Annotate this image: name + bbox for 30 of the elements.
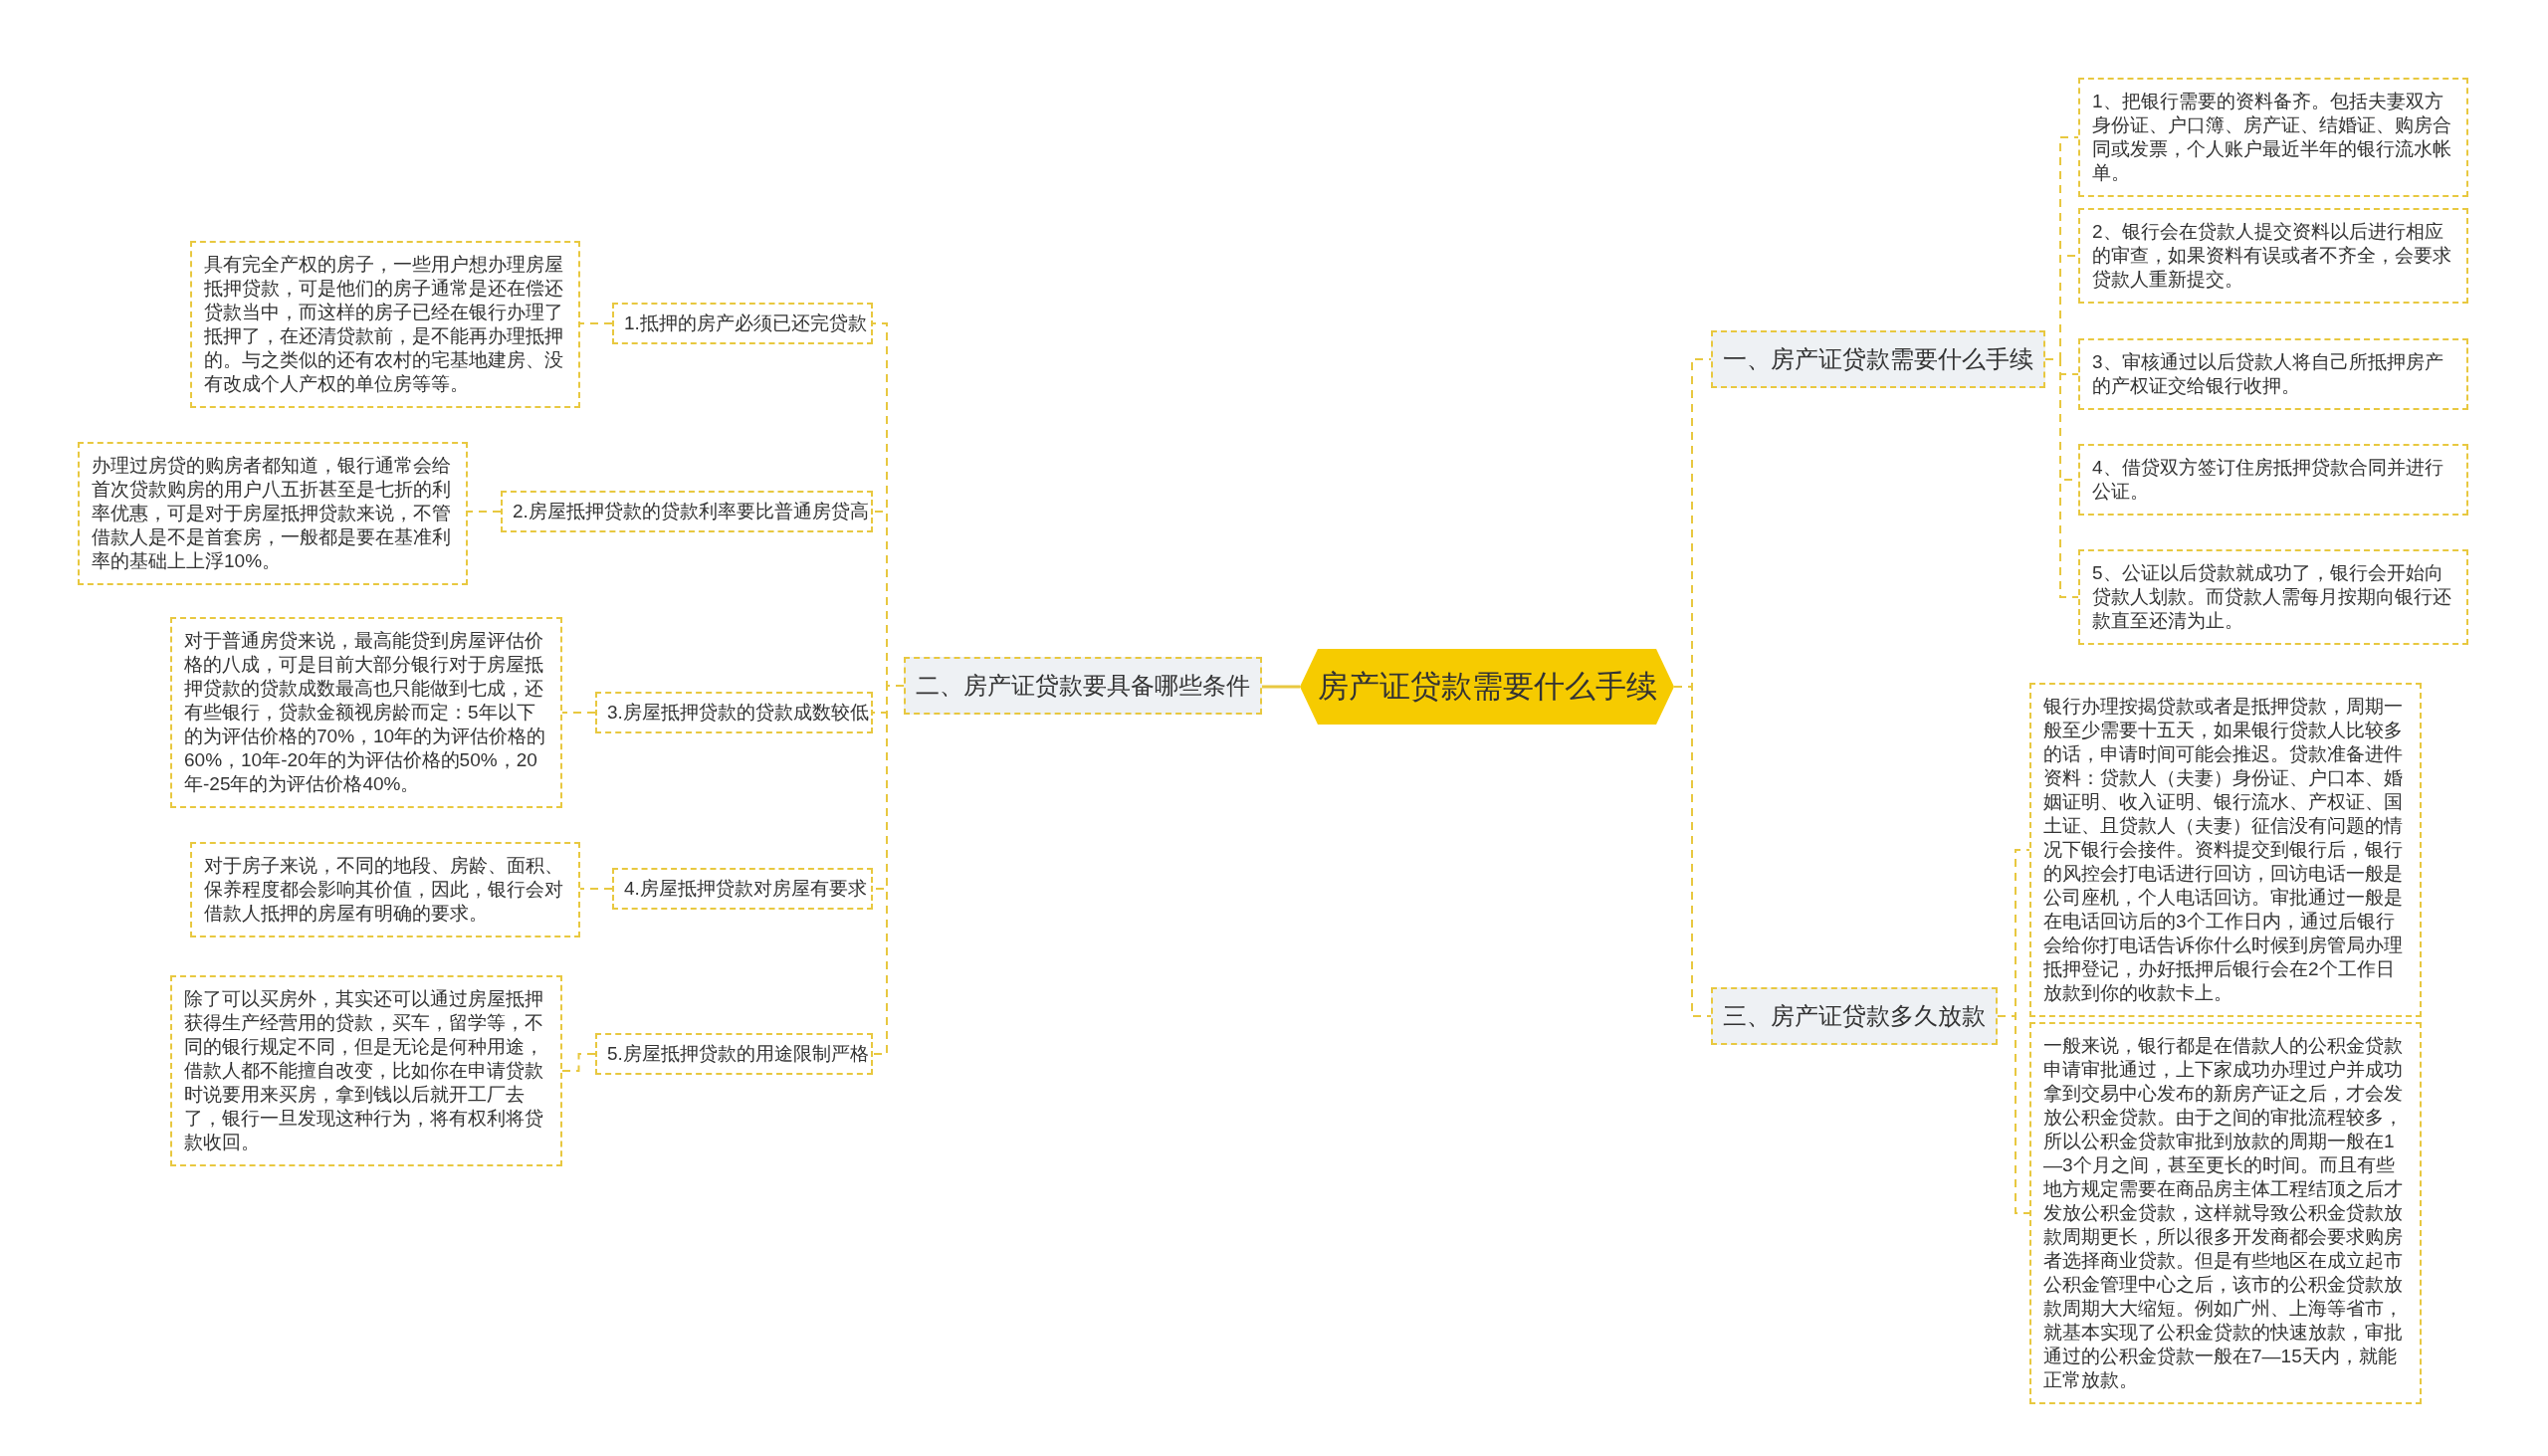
note-box: 对于普通房贷来说，最高能贷到房屋评估价格的八成，可是目前大部分银行对于房屋抵押贷款的贷款成数最高也只能做到七成，还有些银行，贷款金额视房龄而定：5年以下的为评估价格的70%，10年的为评估价格的60%，10年-20年的为评估价格的50%，20年-25年的为评估价格40%。 [170,617,562,808]
note-box: 对于房子来说，不同的地段、房龄、面积、保养程度都会影响其价值，因此，银行会对借款人抵押的房屋有明确的要求。 [190,842,580,937]
connector-line [2044,358,2079,598]
note-box: 具有完全产权的房子，一些用户想办理房屋抵押贷款，可是他们的房子通常是还在偿还贷款当中，而这样的房子已经在银行办理了抵押了，在还清贷款前，是不能再办理抵押的。与之类似的还有农村的宅基地建房、没有改成个人产权的单位房等等。 [190,241,580,408]
note-box: 银行办理按揭贷款或者是抵押贷款，周期一般至少需要十五天，如果银行贷款人比较多的话，申请时间可能会推迟。贷款准备进件资料：贷款人（夫妻）身份证、户口本、婚姻证明、收入证明、银行流水、产权证、国土证、且贷款人（夫妻）征信没有问题的情况下银行会接件。资料提交到银行后，银行的风控会打电话进行回访，回访电话一般是公司座机，个人电话回访。审批通过一般是在电话回访后的3个工作日内，通过后银行会给你打电话告诉你什么时候到房管局办理抵押登记，办好抵押后银行会在2个工作日放款到你的收款卡上。 [2029,683,2422,1017]
subtopic-box: 2.房屋抵押贷款的贷款利率要比普通房贷高 [501,491,873,532]
subtopic-box: 1.抵押的房产必须已还完贷款 [612,303,873,344]
branch-box: 三、房产证贷款多久放款 [1711,987,1998,1045]
note-box: 4、借贷双方签订住房抵押贷款合同并进行公证。 [2078,444,2468,516]
subtopic-box: 4.房屋抵押贷款对房屋有要求 [612,868,873,910]
branch-box: 二、房产证贷款要具备哪些条件 [904,657,1262,715]
connector-line [467,511,502,513]
note-box: 1、把银行需要的资料备齐。包括夫妻双方身份证、户口簿、房产证、结婚证、购房合同或发票，个人账户最近半年的银行流水帐单。 [2078,78,2468,197]
note-box: 办理过房贷的购房者都知道，银行通常会给首次贷款购房的用户八五折甚至是七折的利率优惠，可是对于房屋抵押贷款来说，不管借款人是不是首套房，一般都是要在基准利率的基础上上浮10%。 [78,442,468,585]
connector-line [1262,685,1300,689]
subtopic-box: 5.房屋抵押贷款的用途限制严格 [595,1033,873,1075]
note-box: 2、银行会在贷款人提交资料以后进行相应的审查，如果资料有误或者不齐全，会要求贷款人重新提交。 [2078,208,2468,304]
branch-box: 一、房产证贷款需要什么手续 [1711,330,2045,388]
connector-line [579,322,613,324]
note-box: 一般来说，银行都是在借款人的公积金贷款申请审批通过，上下家成功办理过户并成功拿到交易中心发布的新房产证之后，才会发放公积金贷款。由于之间的审批流程较多，所以公积金贷款审批到放款的周期一般在1—3个月之间，甚至更长的时间。而且有些地方规定需要在商品房主体工程结顶之后才发放公积金贷款，这样就导致公积金贷款放款周期更长，所以很多开发商都会要求购房者选择商业贷款。但是有些地区在成立起市公积金管理中心之后，该市的公积金贷款放款周期大大缩短。例如广州、上海等省市，就基本实现了公积金贷款的快速放款，审批通过的公积金贷款一般在7—15天内，就能正常放款。 [2029,1022,2422,1404]
connector-line [1997,1015,2030,1214]
connector-line [579,888,613,890]
connector-line [1673,686,1712,1017]
connector-line [561,712,596,714]
note-box: 3、审核通过以后贷款人将自己所抵押房产的产权证交给银行收押。 [2078,338,2468,410]
note-box: 除了可以买房外，其实还可以通过房屋抵押获得生产经营用的贷款，买车，留学等，不同的银行规定不同，但是无论是何种用途，借款人都不能擅自改变，比如你在申请贷款时说要用来买房，拿到钱以后就开工厂去了，银行一旦发现这种行为，将有权利将贷款收回。 [170,975,562,1166]
connector-line [561,1053,596,1072]
topic-hexagon: 房产证贷款需要什么手续 [1300,649,1674,725]
subtopic-box: 3.房屋抵押贷款的贷款成数较低 [595,692,873,733]
note-box: 5、公证以后贷款就成功了，银行会开始向贷款人划款。而贷款人需每月按期向银行还款直至还清为止。 [2078,549,2468,645]
